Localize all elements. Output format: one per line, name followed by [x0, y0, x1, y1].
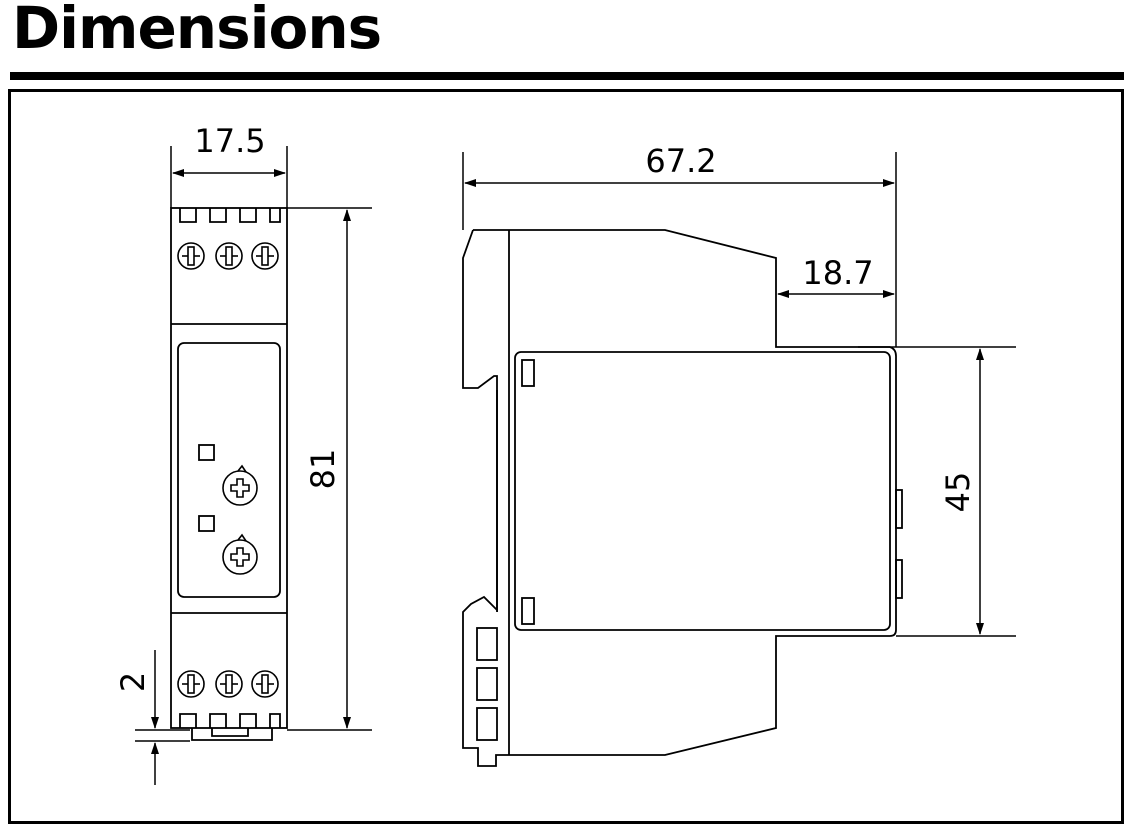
page-title: Dimensions — [12, 0, 382, 62]
dimension-width-label: 17.5 — [194, 122, 265, 160]
front-screws — [177, 242, 279, 698]
drawing-frame — [8, 89, 1124, 824]
dimension-step-label: 18.7 — [802, 254, 873, 292]
front-dimension-lines — [135, 146, 372, 785]
dimension-front-height-label: 45 — [939, 472, 977, 513]
side-dimension-lines — [462, 152, 1016, 637]
title-underline — [10, 72, 1124, 80]
side-view — [462, 229, 903, 767]
dimension-depth-label: 67.2 — [645, 142, 716, 180]
dimension-offset-label: 2 — [114, 672, 152, 692]
dimension-height-label: 81 — [304, 449, 342, 490]
front-view — [170, 207, 288, 741]
